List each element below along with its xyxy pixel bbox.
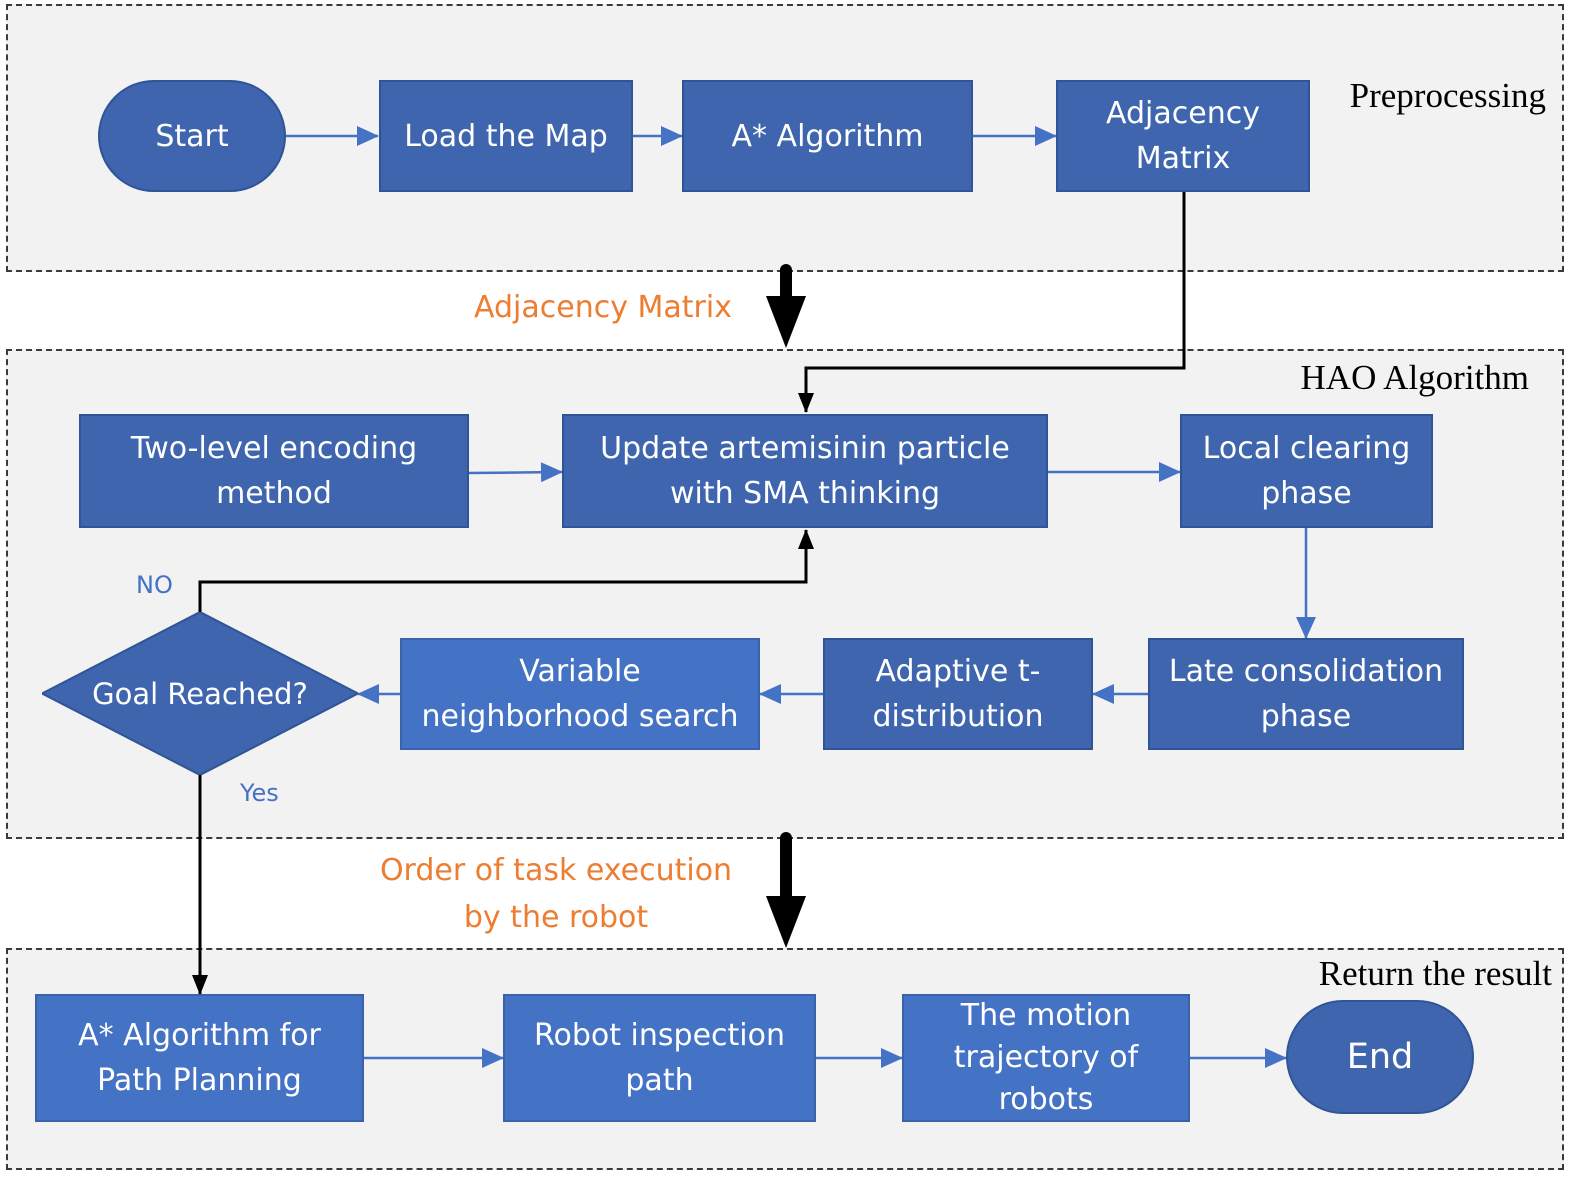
decision-diamond-shape (42, 612, 358, 775)
order-of-task-execution-flow-label: Order of task execution by the robot (370, 848, 742, 941)
return-result-section-label: Return the result (1318, 954, 1552, 993)
a-star-algorithm-node: A* Algorithm (682, 80, 973, 192)
arrow-adjacency-to-update (798, 192, 1186, 413)
adjacency-matrix-node: Adjacency Matrix (1056, 80, 1310, 192)
local-clearing-node-line-1: Local clearing (1202, 431, 1411, 466)
order-of-task-execution-line-1: Order of task execution (379, 853, 733, 888)
variable-neighborhood-search-node-line-1: Variable (519, 654, 641, 689)
no-edge-label: NO (136, 571, 173, 599)
motion-trajectory-node-line-2: trajectory of (953, 1040, 1139, 1075)
a-star-path-planning-node: A* Algorithm for Path Planning (35, 994, 364, 1122)
late-consolidation-node: Late consolidation phase (1148, 638, 1464, 750)
update-artemisinin-node-line-2: with SMA thinking (669, 476, 941, 511)
arrow-goal-no-to-update (198, 529, 814, 612)
adjacency-matrix-node-line-1: Adjacency (1106, 96, 1260, 131)
adjacency-matrix-flow-label: Adjacency Matrix (474, 290, 732, 325)
start-node: Start (98, 80, 286, 192)
update-artemisinin-node-line-1: Update artemisinin particle (600, 431, 1010, 466)
goal-reached-decision: Goal Reached? (42, 612, 358, 775)
motion-trajectory-node-line-3: robots (998, 1082, 1094, 1117)
adaptive-t-distribution-node-line-2: distribution (872, 699, 1044, 734)
adjacency-matrix-node-line-2: Matrix (1135, 141, 1231, 176)
a-star-algorithm-node-label: A* Algorithm (731, 118, 924, 154)
motion-trajectory-node: The motion trajectory of robots (902, 994, 1190, 1122)
local-clearing-node: Local clearing phase (1180, 414, 1433, 528)
a-star-path-planning-node-line-1: A* Algorithm for (78, 1018, 321, 1053)
robot-inspection-path-node-line-1: Robot inspection (534, 1018, 785, 1053)
hao-algorithm-section-label: HAO Algorithm (1300, 358, 1529, 397)
big-arrow-hao-to-result (766, 832, 806, 948)
update-artemisinin-node: Update artemisinin particle with SMA thi… (562, 414, 1048, 528)
two-level-encoding-node-line-2: method (216, 476, 332, 511)
two-level-encoding-node: Two-level encoding method (79, 414, 469, 528)
adaptive-t-distribution-node: Adaptive t- distribution (823, 638, 1093, 750)
end-node: End (1286, 1000, 1474, 1114)
big-arrow-preprocessing-to-hao (766, 264, 806, 348)
preprocessing-section-label: Preprocessing (1349, 76, 1546, 115)
late-consolidation-node-line-2: phase (1260, 699, 1352, 734)
load-map-node-label: Load the Map (404, 118, 608, 154)
goal-reached-decision-label: Goal Reached? (92, 676, 308, 711)
arrow-two-level-to-update (468, 462, 563, 483)
robot-inspection-path-node-line-2: path (625, 1063, 694, 1098)
two-level-encoding-node-line-1: Two-level encoding (130, 431, 418, 466)
variable-neighborhood-search-node: Variable neighborhood search (400, 638, 760, 750)
motion-trajectory-node-line-1: The motion (960, 998, 1132, 1033)
late-consolidation-node-line-1: Late consolidation (1168, 654, 1444, 689)
yes-edge-label: Yes (240, 779, 279, 807)
variable-neighborhood-search-node-line-2: neighborhood search (421, 699, 739, 734)
load-map-node: Load the Map (379, 80, 633, 192)
end-node-label: End (1346, 1036, 1414, 1077)
robot-inspection-path-node: Robot inspection path (503, 994, 816, 1122)
order-of-task-execution-line-2: by the robot (463, 899, 649, 935)
a-star-path-planning-node-line-2: Path Planning (97, 1063, 302, 1098)
start-node-label: Start (155, 118, 229, 154)
local-clearing-node-line-2: phase (1261, 476, 1352, 511)
adaptive-t-distribution-node-line-1: Adaptive t- (875, 654, 1041, 689)
